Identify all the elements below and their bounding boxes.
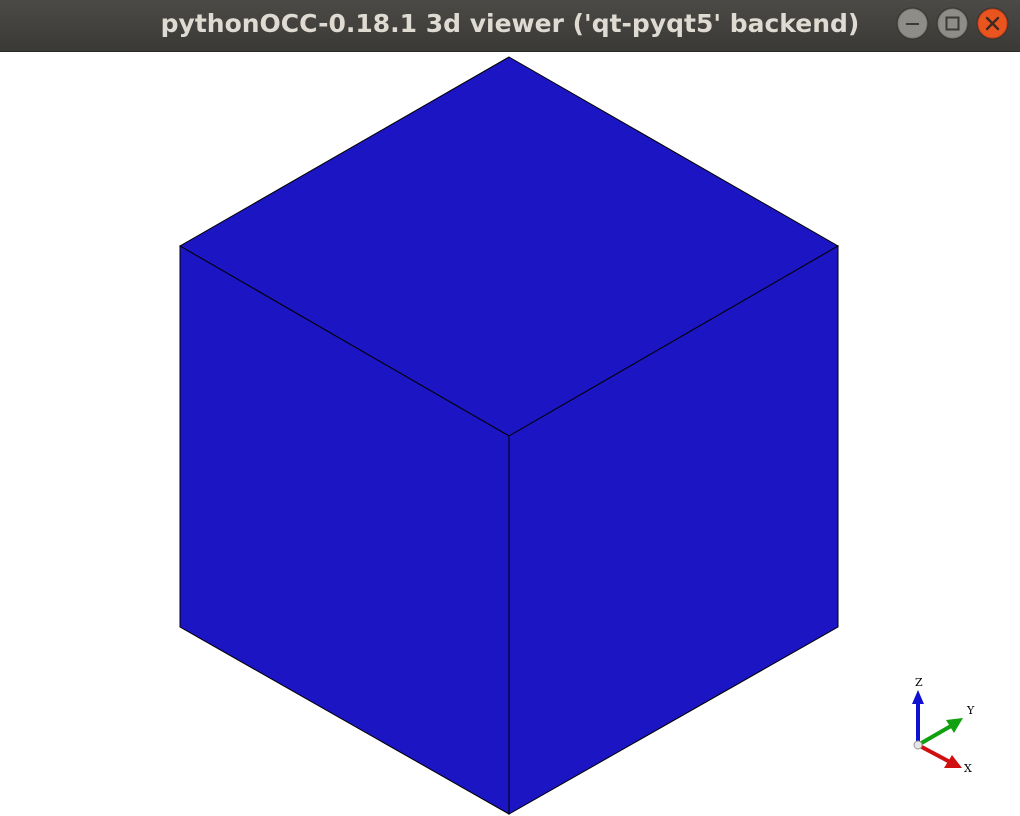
- x-axis-label: X: [964, 762, 972, 775]
- close-icon: [985, 16, 1000, 31]
- y-axis-line: [917, 724, 952, 747]
- box-shape[interactable]: [178, 56, 840, 815]
- origin-sphere: [913, 740, 923, 750]
- maximize-icon: [945, 16, 960, 31]
- viewport-canvas[interactable]: Z Y X: [0, 52, 1020, 816]
- cube-face-right[interactable]: [508, 245, 839, 815]
- z-axis-label: Z: [915, 676, 923, 689]
- minimize-button[interactable]: [896, 7, 929, 40]
- window-title: pythonOCC-0.18.1 3d viewer ('qt-pyqt5' b…: [160, 9, 860, 38]
- axis-trihedron: Z Y X: [912, 676, 975, 775]
- 3d-viewport[interactable]: Z Y X: [0, 52, 1020, 816]
- y-axis-label: Y: [966, 704, 975, 717]
- close-button[interactable]: [976, 7, 1009, 40]
- z-axis-arrow: [912, 690, 924, 704]
- title-bar[interactable]: pythonOCC-0.18.1 3d viewer ('qt-pyqt5' b…: [0, 0, 1020, 52]
- x-axis-arrow: [944, 755, 962, 768]
- x-axis-line: [917, 743, 951, 764]
- minimize-icon: [906, 23, 919, 25]
- y-axis-arrow: [946, 718, 963, 733]
- maximize-button[interactable]: [936, 7, 969, 40]
